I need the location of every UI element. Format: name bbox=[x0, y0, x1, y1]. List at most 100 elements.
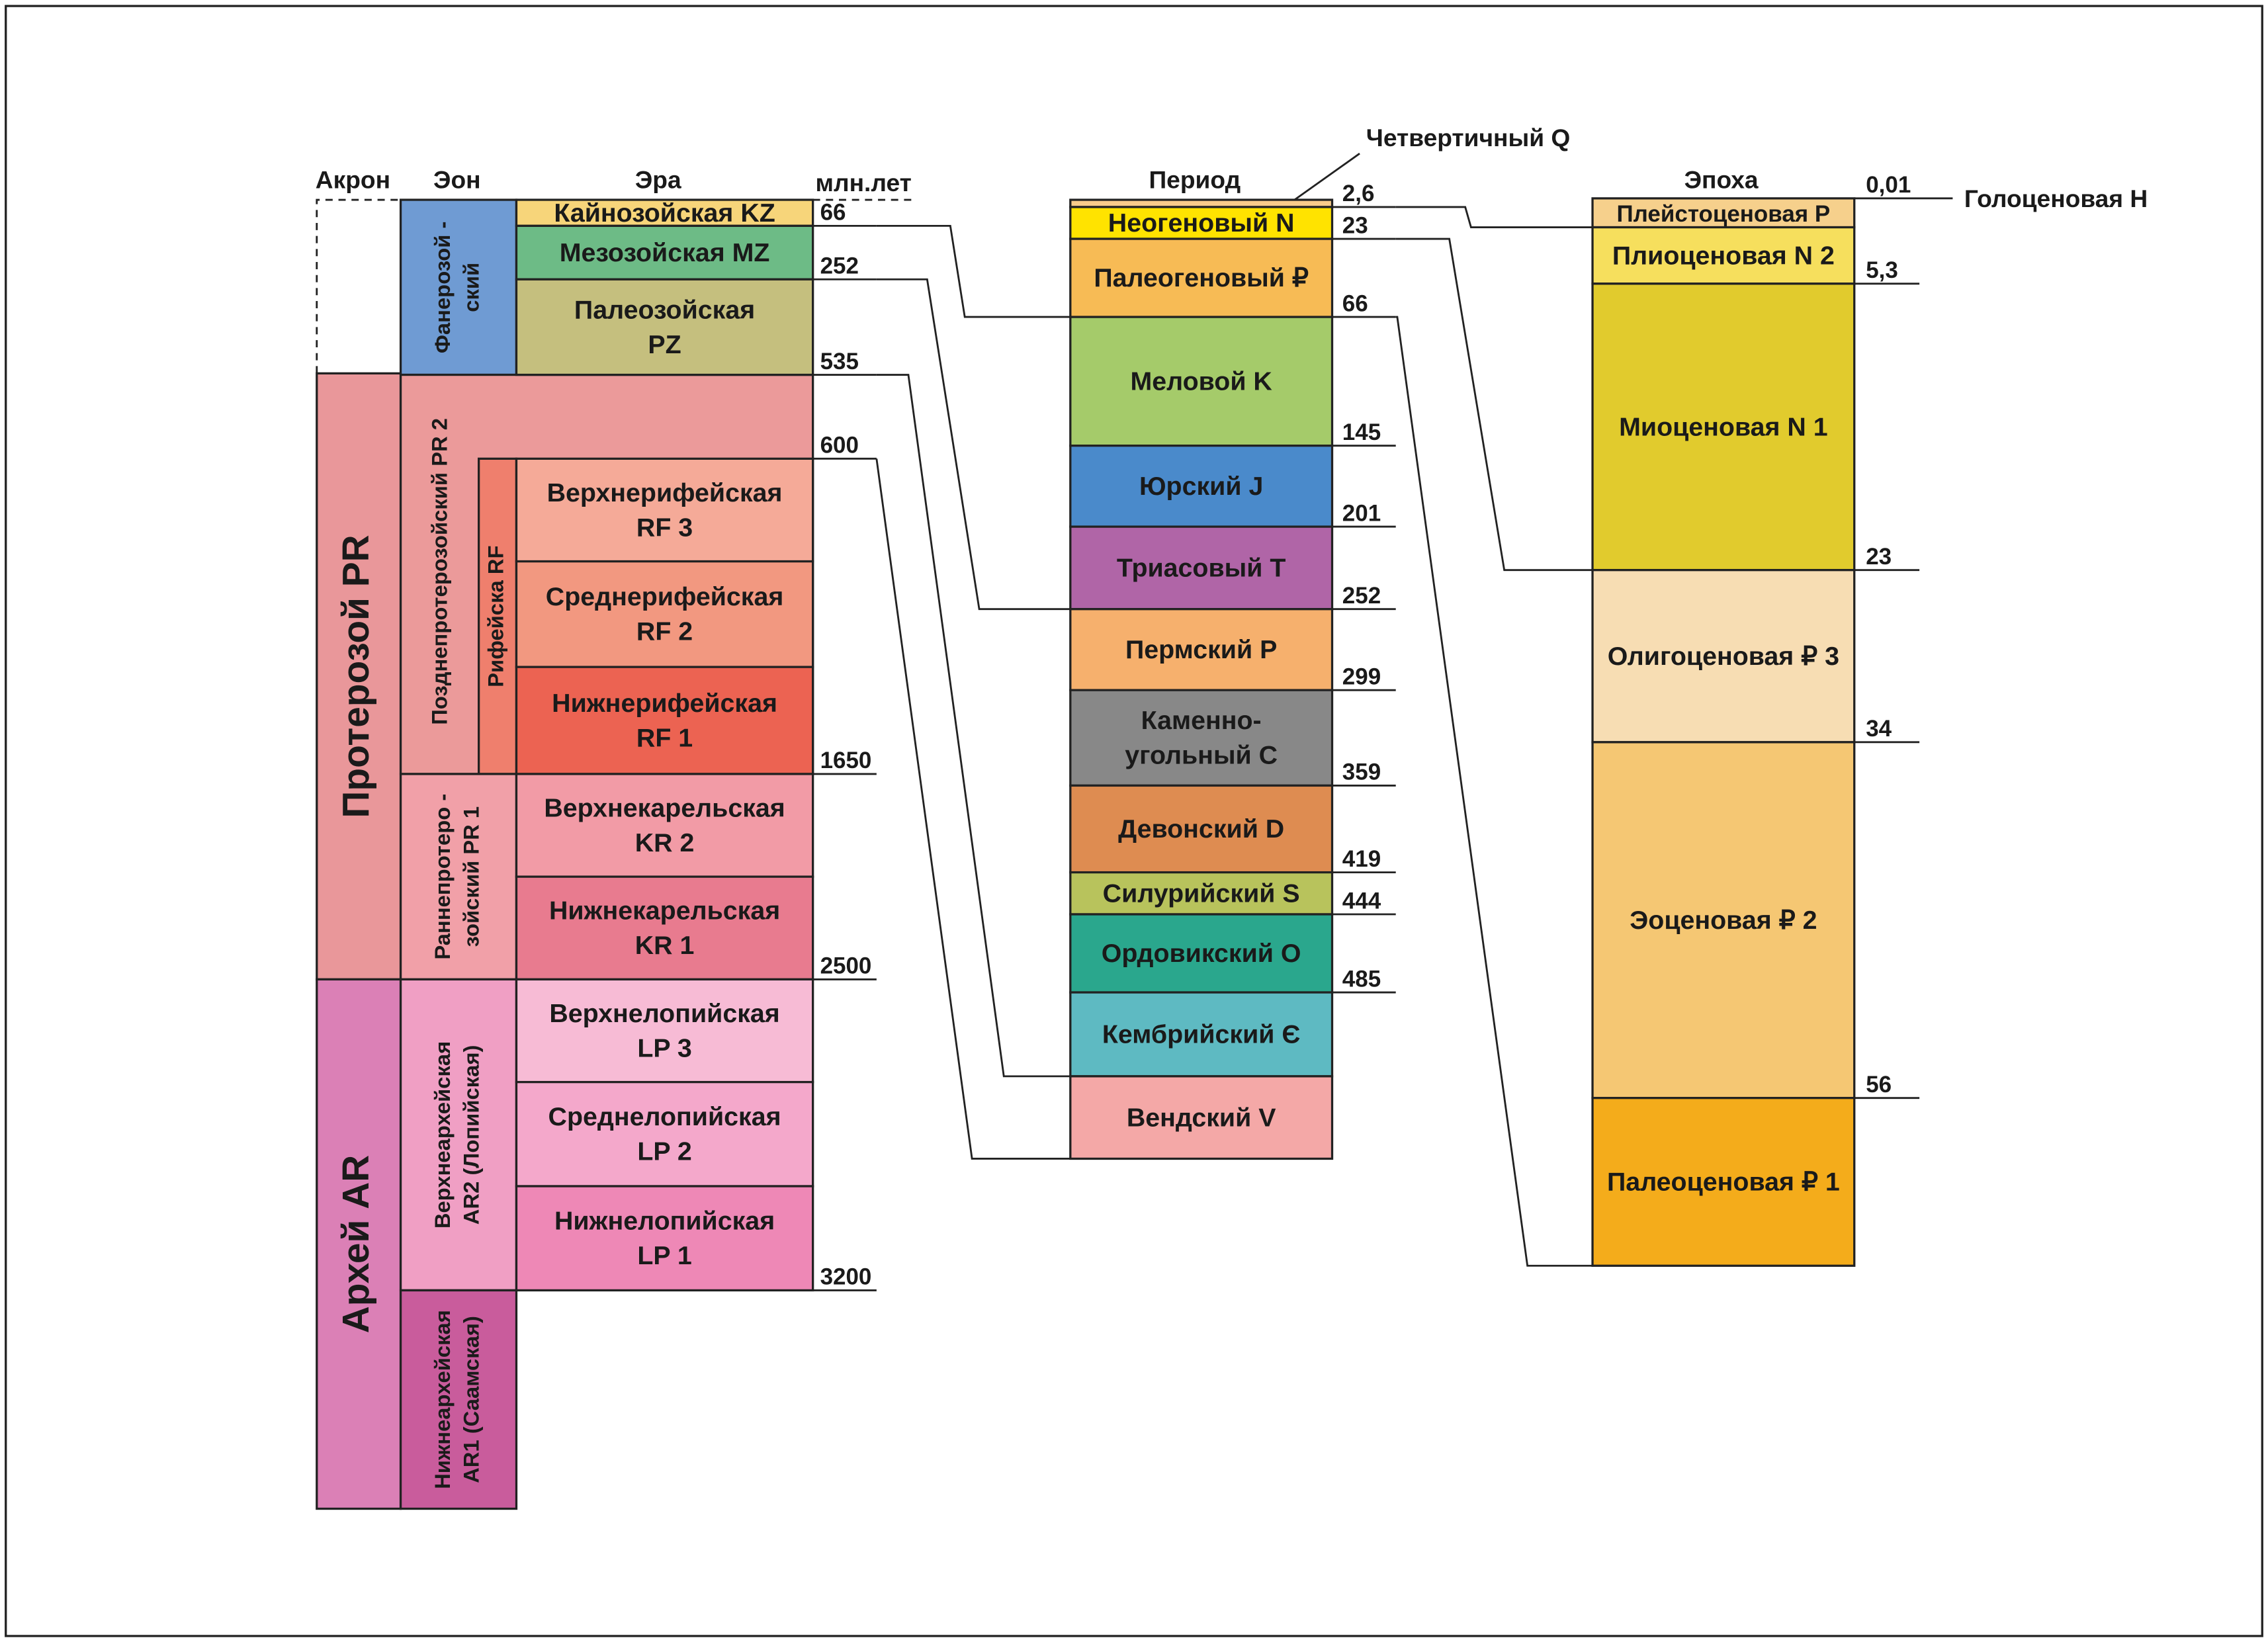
era-age-label: 535 bbox=[820, 349, 859, 374]
kr2-label: KR 2 bbox=[635, 828, 695, 857]
unit-mz: Мезозойская MZ bbox=[515, 224, 814, 281]
connector-line bbox=[876, 278, 1070, 611]
ar1-label: AR1 (Саамская) bbox=[459, 1316, 484, 1483]
unit-paleocene: Палеоценовая ₽ 1 bbox=[1591, 1097, 1856, 1267]
eocene-label: Эоценовая ₽ 2 bbox=[1630, 906, 1817, 935]
era-age-label: 66 bbox=[820, 200, 846, 226]
header-period: Период bbox=[1149, 166, 1241, 194]
lp2-label: Среднелопийская bbox=[548, 1102, 781, 1131]
unit-lp1: Нижнелопийская LP 1 bbox=[515, 1185, 814, 1292]
epoch-age-label: 0,01 bbox=[1866, 172, 1911, 198]
period-age-label: 201 bbox=[1342, 500, 1381, 526]
ar1-block bbox=[399, 1289, 518, 1510]
quaternary-pointer bbox=[1293, 152, 1360, 201]
s-label: Силурийский S bbox=[1103, 879, 1300, 908]
unit-c: Каменно-угольный C bbox=[1069, 689, 1334, 787]
oligocene-block bbox=[1591, 569, 1856, 744]
c-block bbox=[1069, 689, 1334, 787]
era-age-label: 600 bbox=[820, 433, 859, 458]
pr1-label: зойский PR 1 bbox=[459, 806, 484, 947]
unit-pr1: Раннепротеро -зойский PR 1 bbox=[399, 773, 518, 981]
connector-line bbox=[876, 374, 1070, 1078]
riphean-label: Рифейска RF bbox=[484, 545, 508, 687]
v-block bbox=[1069, 1075, 1334, 1160]
lp1-label: Нижнелопийская bbox=[554, 1207, 775, 1236]
archean-block bbox=[316, 978, 402, 1510]
phanerozoic-label: Фанерозой - bbox=[430, 222, 455, 354]
pz-label: PZ bbox=[648, 330, 681, 359]
k-label: Меловой K bbox=[1130, 367, 1272, 396]
kr1-block bbox=[515, 875, 814, 981]
v-label: Вендский V bbox=[1127, 1103, 1276, 1132]
header-eon: Эон bbox=[433, 166, 481, 194]
period-age-label: 66 bbox=[1342, 290, 1368, 316]
ar1-label: Нижнеархейская bbox=[430, 1310, 455, 1489]
k-block bbox=[1069, 316, 1334, 447]
mz-block bbox=[515, 224, 814, 281]
o-label: Ордовикский O bbox=[1102, 939, 1301, 968]
label-quaternary: Четвертичный Q bbox=[1366, 124, 1571, 151]
t-label: Триасовый T bbox=[1117, 554, 1286, 583]
epoch-age-label: 23 bbox=[1866, 544, 1892, 570]
period-age-label: 299 bbox=[1342, 664, 1381, 689]
lp3-label: LP 3 bbox=[637, 1033, 691, 1062]
lp3-label: Верхнелопийская bbox=[549, 999, 779, 1028]
pr2-label: Позднепротерозойский PR 2 bbox=[427, 418, 451, 725]
unit-proterozoic: Протерозой PR bbox=[316, 372, 402, 981]
pleistocene-label: Плейстоценовая P bbox=[1617, 201, 1831, 227]
unit-p: Палеогеновый ₽ bbox=[1069, 238, 1334, 318]
kr1-label: KR 1 bbox=[635, 931, 695, 960]
label-holocene: Голоценовая H bbox=[1964, 185, 2148, 212]
unit-archean: Архей AR bbox=[316, 978, 402, 1510]
unit-cm: Кембрийский Є bbox=[1069, 991, 1334, 1078]
p-block bbox=[1069, 238, 1334, 318]
o-block bbox=[1069, 913, 1334, 994]
rf1-block bbox=[515, 666, 814, 775]
connector-line bbox=[1395, 206, 1593, 228]
unit-miocene: Миоценовая N 1 bbox=[1591, 282, 1856, 572]
lp3-block bbox=[515, 978, 814, 1084]
unit-d: Девонский D bbox=[1069, 784, 1334, 874]
perm-label: Пермский P bbox=[1125, 635, 1277, 664]
mz-label: Мезозойская MZ bbox=[560, 238, 770, 267]
unit-o: Ордовикский O bbox=[1069, 913, 1334, 994]
miocene-label: Миоценовая N 1 bbox=[1619, 412, 1828, 441]
perm-block bbox=[1069, 608, 1334, 691]
q-block bbox=[1069, 198, 1334, 208]
connector-line bbox=[875, 458, 1070, 1160]
unit-oligocene: Олигоценовая ₽ 3 bbox=[1591, 569, 1856, 744]
pr1-label: Раннепротеро - bbox=[430, 794, 455, 960]
rf2-label: RF 2 bbox=[636, 617, 693, 646]
c-label: угольный C bbox=[1125, 741, 1278, 770]
unit-n: Неогеновый N bbox=[1069, 206, 1334, 240]
period-age-label: 444 bbox=[1342, 888, 1381, 914]
s-block bbox=[1069, 871, 1334, 916]
unit-v: Вендский V bbox=[1069, 1075, 1334, 1160]
unit-lp3: Верхнелопийская LP 3 bbox=[515, 978, 814, 1084]
proterozoic-label: Протерозой PR bbox=[335, 535, 377, 818]
era-age-label: 252 bbox=[820, 253, 859, 279]
pleistocene-block bbox=[1591, 197, 1856, 229]
lp1-label: LP 1 bbox=[637, 1241, 691, 1270]
lp1-block bbox=[515, 1185, 814, 1292]
period-age-label: 359 bbox=[1342, 759, 1381, 785]
unit-perm: Пермский P bbox=[1069, 608, 1334, 691]
p-label: Палеогеновый ₽ bbox=[1094, 263, 1309, 292]
rf2-label: Среднерифейская bbox=[546, 582, 784, 611]
unit-s: Силурийский S bbox=[1069, 871, 1334, 916]
paleocene-label: Палеоценовая ₽ 1 bbox=[1607, 1168, 1840, 1197]
period-age-label: 145 bbox=[1342, 419, 1381, 445]
ar2-block bbox=[399, 978, 518, 1292]
unit-t: Триасовый T bbox=[1069, 525, 1334, 611]
header-units: млн.лет bbox=[816, 169, 912, 196]
connector-line bbox=[876, 224, 1070, 318]
j-label: Юрский J bbox=[1139, 472, 1263, 501]
